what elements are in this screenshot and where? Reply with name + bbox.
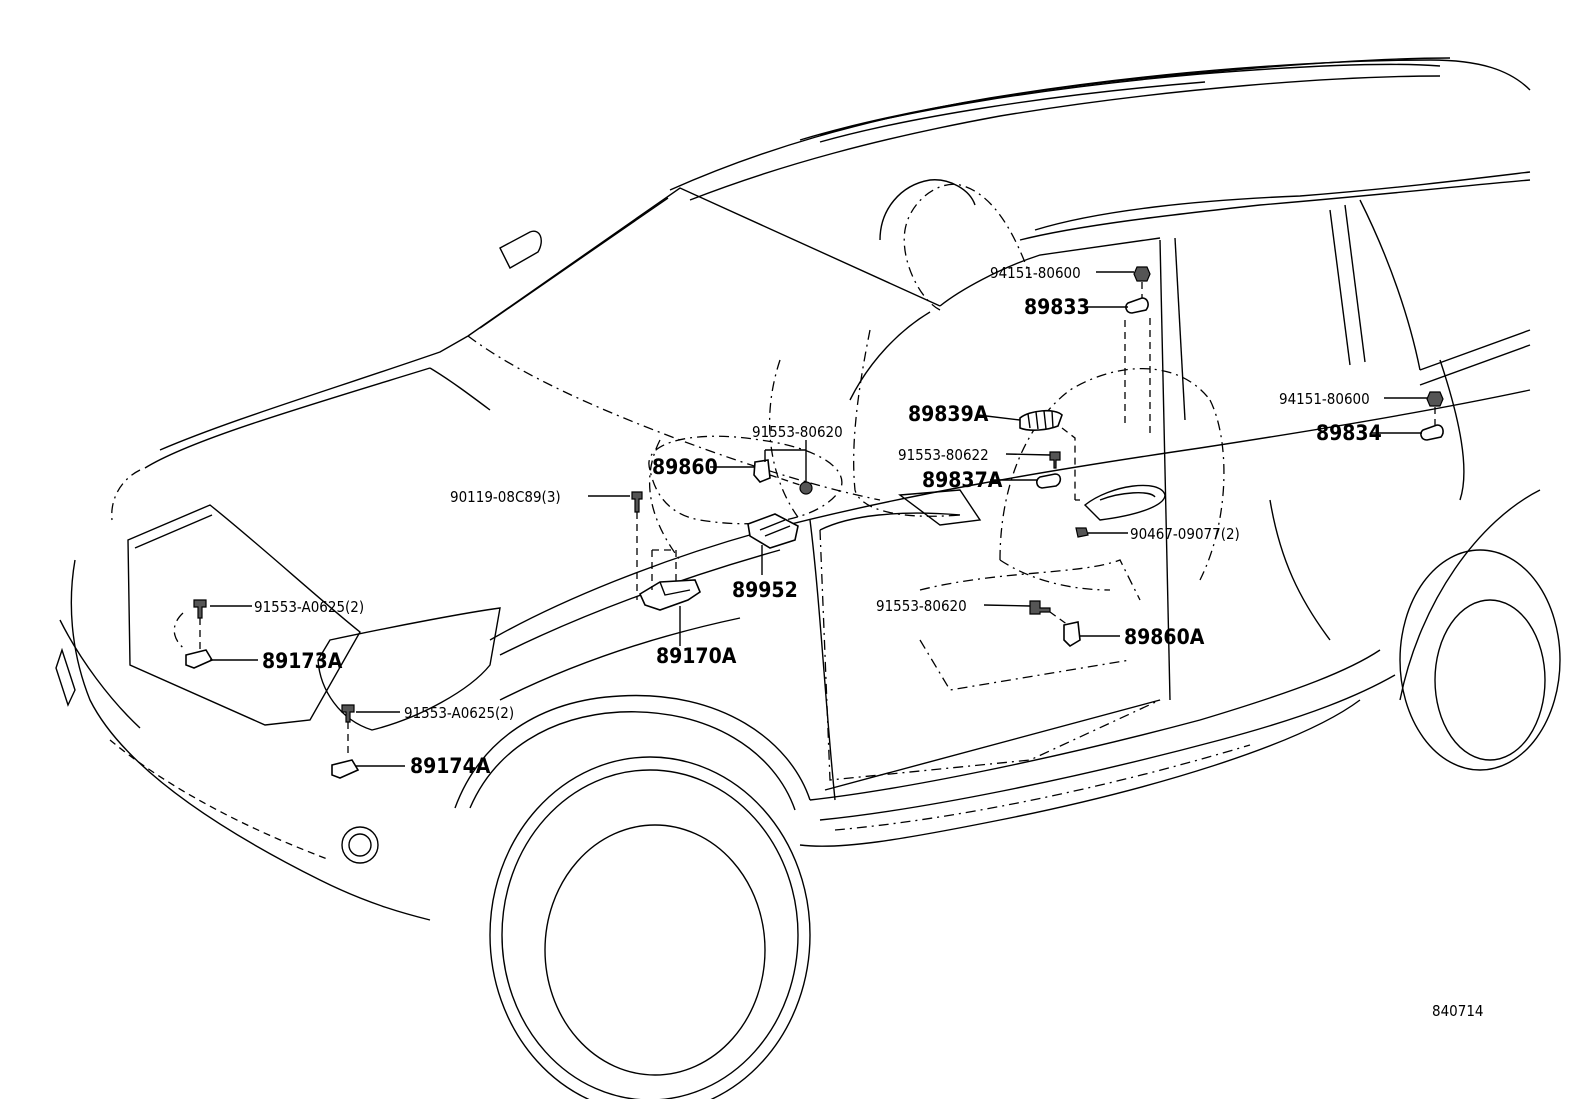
sensor-icon bbox=[1019, 409, 1063, 431]
nut-icon bbox=[1426, 391, 1444, 407]
sensor-icon bbox=[1063, 621, 1081, 648]
part-label[interactable]: 90119-08C89(3) bbox=[450, 488, 561, 506]
part-label[interactable]: 89834 bbox=[1316, 421, 1382, 445]
part-label[interactable]: 90467-09077(2) bbox=[1130, 525, 1240, 543]
clip-icon bbox=[1075, 527, 1089, 538]
bolt-icon bbox=[799, 481, 813, 495]
part-label[interactable]: 91553-80620 bbox=[876, 597, 967, 615]
part-label[interactable]: 91553-80622 bbox=[898, 446, 989, 464]
sensor-icon bbox=[1420, 424, 1444, 441]
part-label[interactable]: 89173A bbox=[262, 649, 343, 673]
part-label[interactable]: 89952 bbox=[732, 578, 798, 602]
nut-icon bbox=[1133, 266, 1151, 282]
part-label[interactable]: 91553-A0625(2) bbox=[254, 598, 364, 616]
part-label[interactable]: 89170A bbox=[656, 644, 737, 668]
sensor-icon bbox=[753, 459, 771, 483]
bolt-icon bbox=[1049, 451, 1061, 469]
part-label[interactable]: 91553-80620 bbox=[752, 423, 843, 441]
part-label[interactable]: 89833 bbox=[1024, 295, 1090, 319]
sensor-icon bbox=[185, 649, 214, 669]
bolt-icon bbox=[1029, 600, 1051, 615]
control-unit-icon bbox=[638, 579, 701, 611]
part-label[interactable]: 89860 bbox=[652, 455, 718, 479]
module-icon bbox=[747, 513, 799, 549]
sensor-icon bbox=[331, 759, 360, 779]
part-label[interactable]: 91553-A0625(2) bbox=[404, 704, 514, 722]
bolt-icon bbox=[341, 704, 355, 723]
leader-lines bbox=[210, 271, 1427, 767]
part-label[interactable]: 89839A bbox=[908, 402, 989, 426]
part-labels: 94151-80600 89833 94151-80600 89834 8983… bbox=[254, 264, 1484, 1020]
diagram-id: 840714 bbox=[1432, 1002, 1484, 1020]
part-label[interactable]: 94151-80600 bbox=[1279, 390, 1370, 408]
part-label[interactable]: 89837A bbox=[922, 468, 1003, 492]
sensor-icon bbox=[1036, 473, 1062, 489]
vehicle-outline bbox=[55, 57, 1561, 1099]
sensor-icon bbox=[1125, 297, 1149, 314]
bolt-icon bbox=[193, 599, 207, 619]
part-label[interactable]: 89174A bbox=[410, 754, 491, 778]
bolt-icon bbox=[631, 491, 643, 513]
part-label[interactable]: 89860A bbox=[1124, 625, 1205, 649]
part-label[interactable]: 94151-80600 bbox=[990, 264, 1081, 282]
components bbox=[173, 266, 1444, 779]
